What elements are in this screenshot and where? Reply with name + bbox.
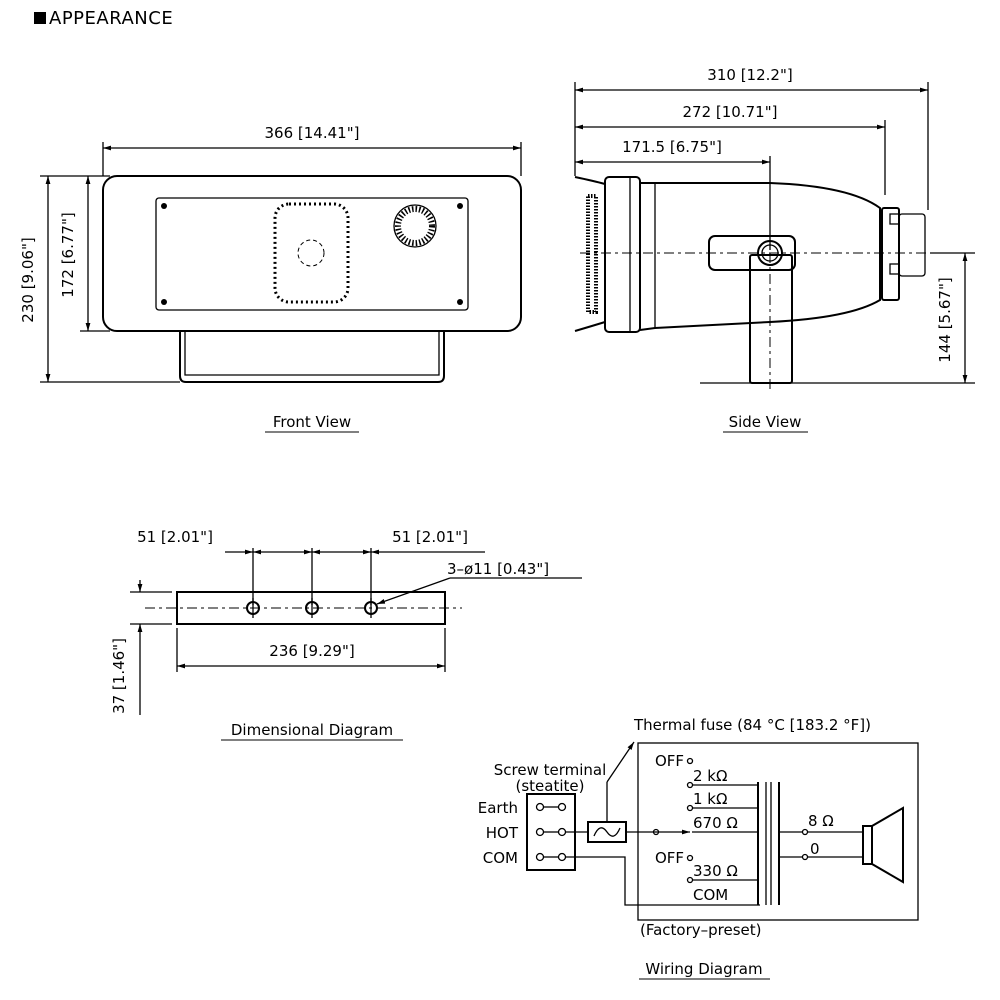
- tap-330: 330 Ω: [693, 862, 738, 880]
- secondary-0: 0: [810, 840, 820, 858]
- front-width-dimension: 366 [14.41"]: [265, 124, 360, 142]
- mounting-holes: [246, 598, 378, 618]
- terminal-hot: HOT: [486, 824, 519, 842]
- length-dimension: 236 [9.29"]: [269, 642, 354, 660]
- fuse-label: Thermal fuse (84 °C [183.2 °F]): [633, 716, 871, 734]
- mounting-bracket: [179, 331, 445, 383]
- terminal-label-line1: Screw terminal: [494, 761, 607, 779]
- left-pitch-dimension: 51 [2.01"]: [137, 528, 213, 546]
- tap-com: COM: [693, 886, 728, 904]
- square-bullet-icon: [34, 12, 46, 24]
- wiring-diagram-caption: Wiring Diagram: [645, 960, 762, 978]
- speaker-body: [639, 182, 881, 331]
- side-view: 310 [12.2"] 272 [10.71"] 171.5 [6.75"] 1…: [574, 66, 975, 433]
- transformer-box: [637, 742, 919, 921]
- secondary-8-ohm: 8 Ω: [808, 812, 834, 830]
- pivot-block: [708, 235, 796, 271]
- tap-1k: 1 kΩ: [693, 790, 727, 808]
- factory-preset-note: (Factory–preset): [640, 921, 762, 939]
- side-body-dimension: 272 [10.71"]: [683, 103, 778, 121]
- center-height-dimension: 144 [5.67"]: [936, 277, 954, 362]
- side-view-caption: Side View: [729, 413, 802, 431]
- front-inner-height-dimension: 172 [6.77"]: [59, 212, 77, 297]
- front-bezel: [604, 176, 641, 333]
- speaker-housing: [102, 175, 522, 332]
- side-pivot-dimension: 171.5 [6.75"]: [622, 138, 722, 156]
- tap-off-lower: OFF: [655, 849, 684, 867]
- tap-670: 670 Ω: [693, 814, 738, 832]
- side-depth-dimension: 310 [12.2"]: [707, 66, 792, 84]
- speaker-symbol-cone: [871, 806, 904, 884]
- front-panel: [155, 197, 469, 311]
- tap-2k: 2 kΩ: [693, 767, 727, 785]
- tap-off-upper: OFF: [655, 752, 684, 770]
- holes-dimension: 3–ø11 [0.43"]: [447, 560, 549, 578]
- speaker-symbol-magnet: [862, 825, 873, 865]
- dimensional-diagram-caption: Dimensional Diagram: [231, 721, 393, 739]
- terminal-com: COM: [483, 849, 518, 867]
- terminal-label-line2: (steatite): [516, 777, 585, 795]
- driver-center: [297, 239, 325, 267]
- heading-text: APPEARANCE: [49, 8, 174, 29]
- front-view: 366 [14.41"] 230 [9.06"] 172 [6.77"] Fro…: [19, 124, 522, 433]
- terminal-screws: [535, 802, 567, 862]
- terminal-earth: Earth: [478, 799, 518, 817]
- thickness-dimension: 37 [1.46"]: [110, 638, 128, 714]
- wiring-diagram: Thermal fuse (84 °C [183.2 °F]) Screw te…: [478, 716, 919, 980]
- dimensional-diagram: 51 [2.01"] 51 [2.01"] 3–ø11 [0.43"] 236 …: [110, 528, 582, 741]
- right-pitch-dimension: 51 [2.01"]: [392, 528, 468, 546]
- front-height-dimension: 230 [9.06"]: [19, 237, 37, 322]
- panel-screws: [161, 203, 463, 305]
- monitor-grille: [393, 204, 437, 248]
- horn-grille: [273, 202, 350, 304]
- section-heading: APPEARANCE: [34, 8, 173, 29]
- side-bracket-arm: [749, 254, 793, 384]
- front-view-caption: Front View: [273, 413, 351, 431]
